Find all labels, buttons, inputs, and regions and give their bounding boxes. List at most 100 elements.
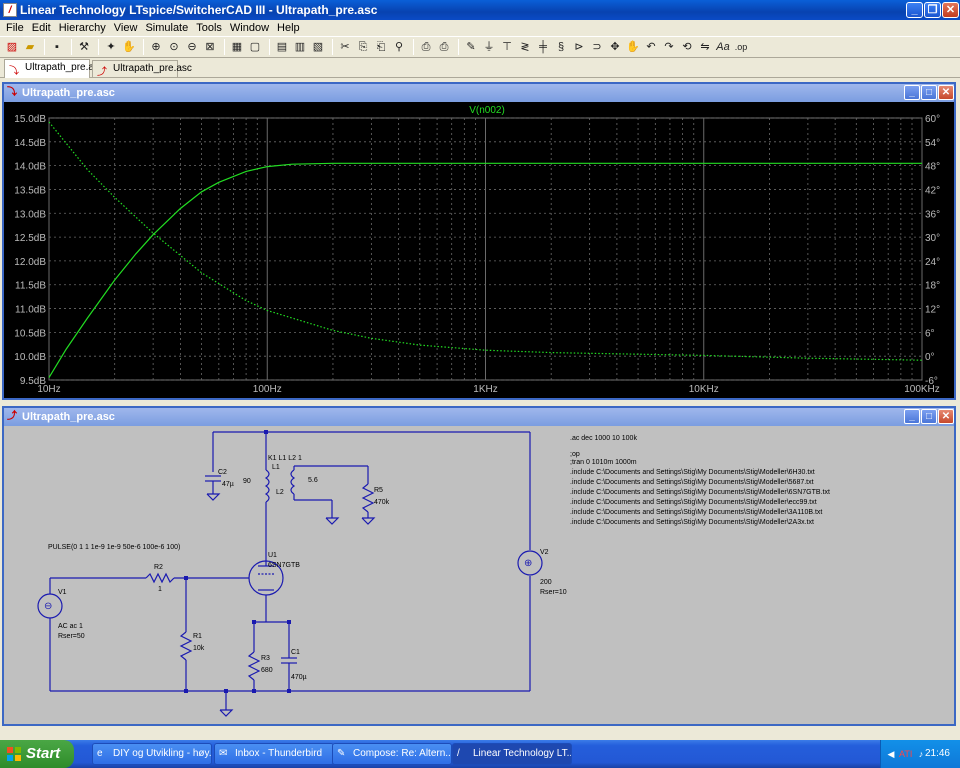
find-icon[interactable]: ⚲ xyxy=(394,41,404,53)
directive-ac[interactable]: .ac dec 1000 10 100k xyxy=(570,435,637,442)
menu-edit[interactable]: Edit xyxy=(31,22,51,34)
v1-ac-label[interactable]: AC ac 1 xyxy=(58,623,83,630)
menu-view[interactable]: View xyxy=(113,22,138,34)
r1-value[interactable]: 10k xyxy=(193,645,205,652)
resistor-icon[interactable]: ≷ xyxy=(520,41,530,53)
v1-label[interactable]: V1 xyxy=(58,589,67,596)
c2-value[interactable]: 47µ xyxy=(222,481,234,488)
directive-include[interactable]: .include C:\Documents and Settings\Stig\… xyxy=(570,519,814,526)
r3-value[interactable]: 680 xyxy=(261,667,273,674)
c1-label[interactable]: C1 xyxy=(291,649,300,656)
r2-value[interactable]: 1 xyxy=(158,586,162,593)
control-panel-icon[interactable]: ⚒ xyxy=(79,41,89,53)
spice-directive-icon[interactable]: .op xyxy=(734,42,748,52)
close-button[interactable]: ✕ xyxy=(942,2,959,18)
schematic-window-title-bar[interactable]: ⤴ Ultrapath_pre.asc _ □ ✕ xyxy=(4,408,954,426)
save-icon[interactable]: ▪ xyxy=(55,41,59,53)
open-icon[interactable]: ▰ xyxy=(25,41,35,53)
menu-tools[interactable]: Tools xyxy=(196,22,222,34)
halt-icon[interactable]: ✋ xyxy=(122,41,136,53)
expand-tray-icon[interactable]: ◀ xyxy=(887,749,895,759)
pan-icon[interactable]: ⊙ xyxy=(169,41,179,53)
text-icon[interactable]: Aa xyxy=(716,41,730,53)
directive-include[interactable]: .include C:\Documents and Settings\Stig\… xyxy=(570,479,814,486)
trace-label[interactable]: V(n002) xyxy=(469,105,505,116)
schematic-canvas[interactable]: ⊖ ⊕ PULSE(0 1 1 1e-9 1e-9 50e-6 100e-6 1… xyxy=(4,426,954,724)
component-icon[interactable]: ⊃ xyxy=(592,41,602,53)
rotate-icon[interactable]: ⟲ xyxy=(682,41,692,53)
v1-rser-label[interactable]: Rser=50 xyxy=(58,633,85,640)
cut-icon[interactable]: ✂ xyxy=(340,41,350,53)
new-schematic-icon[interactable]: ▨ xyxy=(6,41,18,53)
directive-tran[interactable]: ;tran 0 1010m 1000m xyxy=(570,459,637,466)
schematic-drawing[interactable]: ⊖ ⊕ PULSE(0 1 1 1e-9 1e-9 50e-6 100e-6 1… xyxy=(4,426,954,724)
r3-label[interactable]: R3 xyxy=(261,655,270,662)
l1-label[interactable]: L1 xyxy=(272,464,280,471)
menu-simulate[interactable]: Simulate xyxy=(145,22,189,34)
delete-trace-icon[interactable]: ▢ xyxy=(249,41,261,53)
r5-value[interactable]: 470k xyxy=(374,499,390,506)
l2-label[interactable]: L2 xyxy=(276,489,284,496)
ati-icon[interactable]: ATI xyxy=(899,749,913,759)
redo-icon[interactable]: ↷ xyxy=(664,41,674,53)
l2-value[interactable]: 5.6 xyxy=(308,477,318,484)
plot-maximize-button[interactable]: □ xyxy=(921,85,937,100)
zoom-in-icon[interactable]: ⊕ xyxy=(151,41,161,53)
mirror-icon[interactable]: ⇋ xyxy=(700,41,710,53)
tile-horizontal-icon[interactable]: ▤ xyxy=(276,41,288,53)
c1-value[interactable]: 470µ xyxy=(291,674,307,681)
copy-icon[interactable]: ⎘ xyxy=(358,41,368,53)
pulse-label[interactable]: PULSE(0 1 1 1e-9 1e-9 50e-6 100e-6 100) xyxy=(48,544,180,551)
coupling-label[interactable]: K1 L1 L2 1 xyxy=(268,455,302,462)
drag-icon[interactable]: ✋ xyxy=(626,41,640,53)
ground-icon[interactable]: ⏚ xyxy=(483,41,495,53)
capacitor-icon[interactable]: ╪ xyxy=(539,41,547,53)
schematic-maximize-button[interactable]: □ xyxy=(921,409,937,424)
tile-vertical-icon[interactable]: ▥ xyxy=(294,41,306,53)
plot-close-button[interactable]: ✕ xyxy=(938,85,954,100)
v2-rser-label[interactable]: Rser=10 xyxy=(540,589,567,596)
diode-icon[interactable]: ⊳ xyxy=(574,41,584,53)
menu-window[interactable]: Window xyxy=(229,22,270,34)
speaker-icon[interactable]: ♪ xyxy=(918,749,924,759)
autorange-icon[interactable]: ▦ xyxy=(231,41,243,53)
r1-label[interactable]: R1 xyxy=(193,633,202,640)
schematic-close-button[interactable]: ✕ xyxy=(938,409,954,424)
undo-icon[interactable]: ↶ xyxy=(646,41,656,53)
directive-op[interactable]: ;op xyxy=(570,451,580,458)
u1-model[interactable]: 6SN7GTB xyxy=(268,562,300,569)
menu-hierarchy[interactable]: Hierarchy xyxy=(58,22,106,34)
tab-schematic[interactable]: ⤴ Ultrapath_pre.asc xyxy=(92,60,192,78)
label-icon[interactable]: ⊤ xyxy=(502,41,512,53)
v2-label[interactable]: V2 xyxy=(540,549,549,556)
directive-include[interactable]: .include C:\Documents and Settings\Stig\… xyxy=(570,469,815,476)
run-icon[interactable]: ✦ xyxy=(106,41,116,53)
l1-value[interactable]: 90 xyxy=(243,478,251,485)
wire-icon[interactable]: ✎ xyxy=(466,41,476,53)
c2-label[interactable]: C2 xyxy=(218,469,227,476)
directive-include[interactable]: .include C:\Documents and Settings\Stig\… xyxy=(570,489,830,496)
move-icon[interactable]: ✥ xyxy=(610,41,620,53)
plot-window-title-bar[interactable]: ⤵ Ultrapath_pre.asc _ □ ✕ xyxy=(4,84,954,102)
plot-minimize-button[interactable]: _ xyxy=(904,85,920,100)
schematic-minimize-button[interactable]: _ xyxy=(904,409,920,424)
task-thunderbird[interactable]: ✉ Inbox - Thunderbird xyxy=(214,743,334,765)
inductor-icon[interactable]: § xyxy=(557,41,565,53)
paste-icon[interactable]: ⎗ xyxy=(376,41,386,53)
r2-label[interactable]: R2 xyxy=(154,564,163,571)
start-button[interactable]: Start xyxy=(0,740,74,768)
directive-include[interactable]: .include C:\Documents and Settings\Stig\… xyxy=(570,509,822,516)
v2-value[interactable]: 200 xyxy=(540,579,552,586)
u1-label[interactable]: U1 xyxy=(268,552,277,559)
minimize-button[interactable]: _ xyxy=(906,2,923,18)
zoom-fit-icon[interactable]: ⊠ xyxy=(205,41,215,53)
zoom-out-icon[interactable]: ⊖ xyxy=(187,41,197,53)
tab-plot[interactable]: ⤵ Ultrapath_pre.asc xyxy=(4,59,104,78)
restore-button[interactable]: ❐ xyxy=(924,2,941,18)
window-title-bar[interactable]: / Linear Technology LTspice/SwitcherCAD … xyxy=(0,0,960,20)
cascade-icon[interactable]: ▧ xyxy=(312,41,324,53)
task-ltspice[interactable]: / Linear Technology LT... xyxy=(452,743,572,765)
directive-include[interactable]: .include C:\Documents and Settings\Stig\… xyxy=(570,499,817,506)
